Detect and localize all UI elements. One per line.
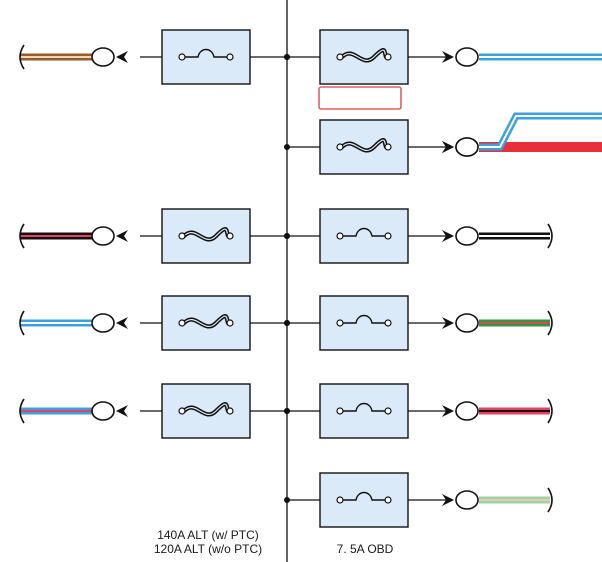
jb-wire-branch xyxy=(442,112,602,157)
fuse-terminal-right-0-a xyxy=(336,53,344,61)
fuse-element-core-right-1 xyxy=(341,139,387,151)
fuse-element-small-right-5 xyxy=(342,491,386,501)
left-fuse-row-3 xyxy=(19,383,290,439)
left-fuse-row-2 xyxy=(19,295,290,351)
connector-circle-right-5 xyxy=(455,490,479,510)
wire-end-bracket-left-2 xyxy=(19,310,25,336)
fuse-terminal-right-1-a xyxy=(336,143,344,151)
connector-circle-left-3 xyxy=(91,401,115,421)
fuse-box-right-0 xyxy=(319,29,409,85)
fuse-box-right-2 xyxy=(319,208,409,264)
connector-circle-right-2 xyxy=(455,226,479,246)
wire-blue-lhd-stripe xyxy=(479,115,602,148)
connector-circle-right-0 xyxy=(455,47,479,67)
connector-arrow-right-5 xyxy=(442,494,454,506)
fuse-box-left-2 xyxy=(161,295,251,351)
fuse-element-core-left-2 xyxy=(183,315,229,327)
obd-fuse-label: 7. 5A OBD xyxy=(337,542,394,556)
wire-end-bracket-left-1 xyxy=(19,223,25,249)
wire-end-bracket-left-0 xyxy=(19,44,25,70)
connector-circle-left-1 xyxy=(91,226,115,246)
bus-junction-right-1 xyxy=(284,144,290,150)
fuse-terminal-left-1-b xyxy=(226,232,234,240)
fuse-terminal-left-0-a xyxy=(178,53,186,61)
fuse-terminal-left-0-b xyxy=(226,53,234,61)
right-fuse-row-3 xyxy=(284,295,553,351)
wire-end-bracket-right-5 xyxy=(547,487,553,513)
wire-end-bracket-right-4 xyxy=(547,398,553,424)
fuse-terminal-right-3-b xyxy=(384,319,392,327)
fuse-terminal-left-2-b xyxy=(226,319,234,327)
left-fuse-group xyxy=(19,29,290,439)
fuse-terminal-right-4-b xyxy=(384,407,392,415)
fuse-box-left-3 xyxy=(161,383,251,439)
right-fuse-row-1 xyxy=(284,86,479,175)
fuse-box-right-4 xyxy=(319,383,409,439)
fuse-terminal-right-3-a xyxy=(336,319,344,327)
fuse-box-right-5 xyxy=(319,472,409,528)
wire-end-bracket-right-3 xyxy=(547,310,553,336)
connector-circle-left-2 xyxy=(91,313,115,333)
bus-junction-right-4 xyxy=(284,408,290,414)
connector-circle-right-jb xyxy=(455,137,479,157)
left-fuse-row-0 xyxy=(19,29,290,85)
fuse-terminal-right-1-b xyxy=(384,143,392,151)
connector-arrow-left-2 xyxy=(116,317,128,329)
right-fuse-row-2 xyxy=(284,208,553,264)
connector-arrow-right-0 xyxy=(442,51,454,63)
connector-arrow-left-0 xyxy=(116,51,128,63)
fuse-element-small-right-3 xyxy=(342,314,386,324)
wire-end-bracket-right-2 xyxy=(547,223,553,249)
connector-circle-left-0 xyxy=(91,47,115,67)
fuse-element-core-left-3 xyxy=(183,403,229,415)
bus-junction-right-0 xyxy=(284,54,290,60)
fuse-box-right-3 xyxy=(319,295,409,351)
connector-arrow-right-2 xyxy=(442,230,454,242)
fuse-title-highlight-box xyxy=(318,86,402,110)
bus-junction-right-3 xyxy=(284,320,290,326)
fuse-element-small-right-4 xyxy=(342,402,386,412)
connector-circle-right-4 xyxy=(455,401,479,421)
fuse-element-small-left-0 xyxy=(184,48,228,58)
fuse-box-left-0 xyxy=(161,29,251,85)
fuse-terminal-left-1-a xyxy=(178,232,186,240)
bus-junction-right-2 xyxy=(284,233,290,239)
wire-end-bracket-left-3 xyxy=(19,398,25,424)
connector-arrow-right-jb xyxy=(442,141,454,153)
bus-junction-right-5 xyxy=(284,497,290,503)
fuse-terminal-left-3-a xyxy=(178,407,186,415)
fuse-box-right-1 xyxy=(319,119,409,175)
alt-without-ptc-label: 120A ALT (w/o PTC) xyxy=(154,542,262,556)
fuse-element-small-right-2 xyxy=(342,227,386,237)
left-fuse-row-1 xyxy=(19,208,290,264)
alt-with-ptc-label: 140A ALT (w/ PTC) xyxy=(157,528,259,542)
right-fuse-row-5 xyxy=(284,472,553,528)
fuse-terminal-right-5-b xyxy=(384,496,392,504)
fuse-terminal-right-2-a xyxy=(336,232,344,240)
fuse-terminal-left-2-a xyxy=(178,319,186,327)
connector-arrow-right-3 xyxy=(442,317,454,329)
fuse-box-left-1 xyxy=(161,208,251,264)
fuse-terminal-right-5-a xyxy=(336,496,344,504)
right-fuse-row-4 xyxy=(284,383,553,439)
fuse-element-core-right-0 xyxy=(341,49,387,61)
fuse-terminal-left-3-b xyxy=(226,407,234,415)
connector-circle-right-3 xyxy=(455,313,479,333)
connector-arrow-left-1 xyxy=(116,230,128,242)
fuse-terminal-right-4-a xyxy=(336,407,344,415)
connector-arrow-left-3 xyxy=(116,405,128,417)
right-fuse-group xyxy=(284,29,602,528)
fuse-terminal-right-2-b xyxy=(384,232,392,240)
connector-arrow-right-4 xyxy=(442,405,454,417)
right-fuse-row-0 xyxy=(284,29,602,85)
fuse-terminal-right-0-b xyxy=(384,53,392,61)
fuse-element-core-left-1 xyxy=(183,228,229,240)
